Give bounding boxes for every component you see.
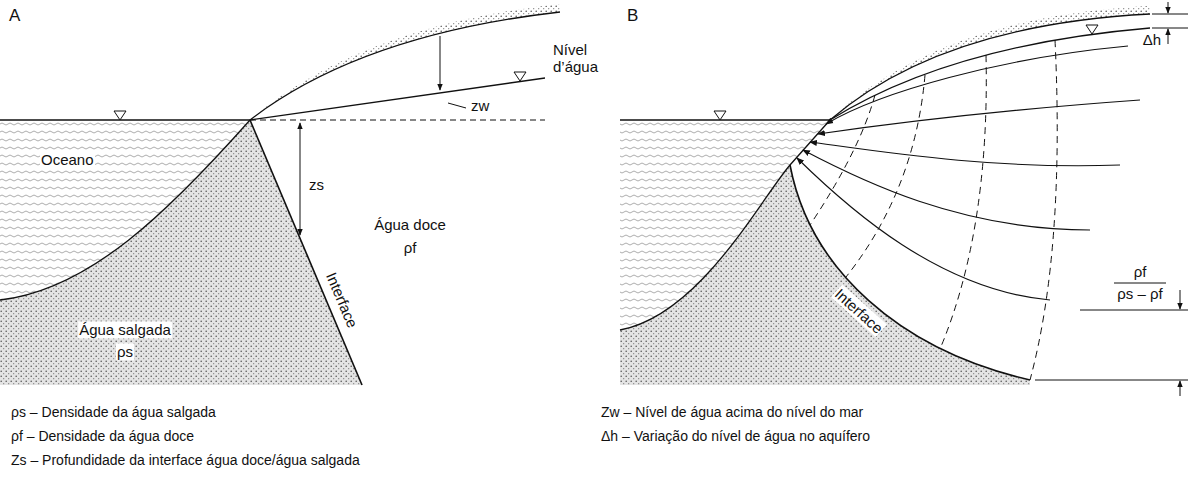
flow-line: [797, 158, 1050, 300]
sea-level-line: [620, 119, 830, 120]
region-label: Água salgada: [78, 321, 172, 338]
interface-line: [250, 120, 362, 385]
water-level-label: Nível d’água: [552, 41, 606, 76]
region-label: Oceano: [40, 151, 95, 168]
dimension-arrow: [1168, 29, 1169, 44]
panel-letter: B: [626, 6, 639, 26]
dimension-line: [1152, 14, 1188, 15]
legend-text: Δh – Variação do nível de água no aquífe…: [600, 428, 871, 444]
water-table-line: [830, 28, 1150, 120]
flow-line: [826, 46, 1128, 124]
legend-text: ρf – Densidade da água doce: [10, 428, 195, 444]
dimension-line: [1080, 310, 1188, 311]
symbol-label: zs: [308, 176, 325, 193]
dimension-line: [1152, 28, 1188, 29]
fraction-numerator: ρf: [1133, 263, 1148, 280]
land-surface-line: [830, 14, 1150, 120]
region-label: Água doce: [373, 216, 447, 233]
water-table-line: [250, 78, 545, 120]
equipotential-line: [846, 75, 925, 277]
equipotential-line: [940, 55, 986, 349]
legend-text: ρs – Densidade da água salgada: [10, 404, 217, 420]
dimension-label: Δh: [1142, 31, 1162, 48]
leader-line: [448, 103, 466, 108]
fraction-denominator: ρs – ρf: [1116, 285, 1163, 302]
salt-water-stipple: [0, 120, 362, 385]
sea-level-line: [0, 119, 250, 120]
land-surface-band: [250, 4, 560, 120]
legend-text: Zs – Profundidade da interface água doce…: [10, 452, 361, 468]
symbol-label: ρf: [403, 239, 418, 256]
salt-water-region: [0, 120, 362, 385]
dimension-line: [1035, 380, 1188, 381]
flow-line: [818, 100, 1140, 134]
seabed-line: [620, 120, 830, 330]
land-surface-line: [250, 12, 560, 120]
flow-line: [803, 150, 1090, 230]
reference-dashed-line: [250, 120, 545, 121]
water-level-symbol: [114, 111, 126, 120]
water-level-symbol: [514, 72, 526, 81]
dimension-arrow: [1168, 2, 1169, 13]
symbol-label: ρs: [116, 343, 134, 360]
fraction-bar: [1114, 283, 1166, 284]
dimension-arrow: [1180, 381, 1181, 396]
salt-water-region: [620, 165, 1030, 385]
salt-water-stipple: [620, 165, 1030, 385]
flow-lines: [797, 46, 1140, 300]
interface-label: Interface: [322, 269, 361, 331]
water-level-symbol: [1086, 25, 1098, 34]
equipotential-line: [1030, 40, 1057, 380]
interface-line: [790, 165, 1030, 380]
interface-label: Interface: [831, 284, 888, 337]
dimension-arrow: [1180, 290, 1181, 309]
equipotential-line: [810, 95, 875, 225]
legend-text: Zw – Nível de água acima do nível do mar: [600, 404, 864, 420]
depth-arrow: [440, 36, 441, 90]
flow-line: [810, 142, 1120, 166]
equipotential-lines: [810, 40, 1057, 380]
panel-letter: A: [8, 6, 21, 26]
depth-dimension-arrow: [300, 123, 301, 235]
water-level-symbol: [714, 111, 726, 120]
seabed-line: [0, 120, 250, 300]
symbol-label: zw: [470, 97, 490, 114]
